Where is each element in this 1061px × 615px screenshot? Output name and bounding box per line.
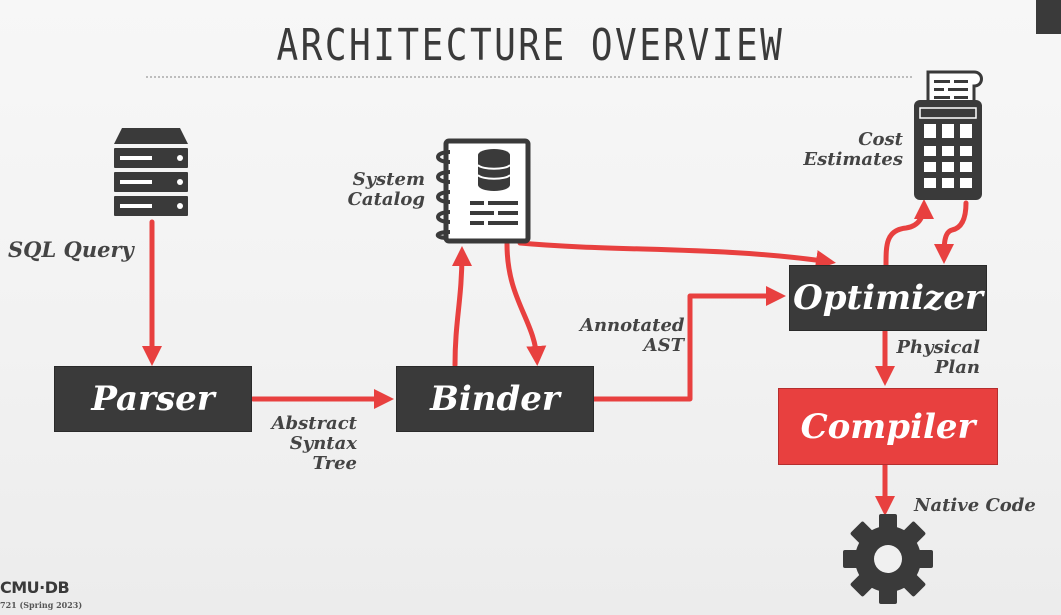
native-code-label: Native Code — [914, 495, 1036, 516]
optimizer-box: Optimizer — [789, 265, 987, 331]
arrow-optimizer-to-cost — [883, 199, 934, 268]
catalog-icon — [435, 138, 531, 244]
cost-estimates-label: Cost Estimates — [803, 129, 903, 170]
server-icon — [114, 128, 188, 216]
arrow-catalog-to-binder — [504, 241, 547, 366]
compiler-label: Compiler — [800, 406, 976, 447]
annotated-ast-label: Annotated AST — [580, 315, 685, 356]
system-catalog-label: System Catalog — [347, 169, 425, 210]
calculator-icon — [914, 70, 983, 200]
sql-query-label: SQL Query — [8, 237, 134, 262]
arrow-cost-to-optimizer — [934, 200, 969, 264]
optimizer-label: Optimizer — [793, 278, 983, 318]
binder-label: Binder — [430, 379, 560, 419]
arrow-catalog-to-optimizer — [517, 240, 836, 270]
gear-icon — [843, 514, 933, 604]
arrow-binder-to-catalog — [451, 246, 472, 368]
title-divider — [146, 76, 912, 78]
footer-course: 721 (Spring 2023) — [0, 600, 83, 610]
binder-box: Binder — [396, 366, 594, 432]
arrow-binder-to-optimizer — [591, 286, 786, 402]
abstract-syntax-tree-label: Abstract Syntax Tree — [271, 413, 357, 474]
parser-label: Parser — [91, 379, 215, 419]
corner-tab — [1036, 0, 1061, 34]
compiler-box: Compiler — [778, 388, 998, 465]
page-title: ARCHITECTURE OVERVIEW — [276, 20, 785, 71]
parser-box: Parser — [54, 366, 252, 432]
physical-plan-label: Physical Plan — [896, 337, 980, 378]
footer-logo: CMU·DB — [0, 578, 70, 597]
